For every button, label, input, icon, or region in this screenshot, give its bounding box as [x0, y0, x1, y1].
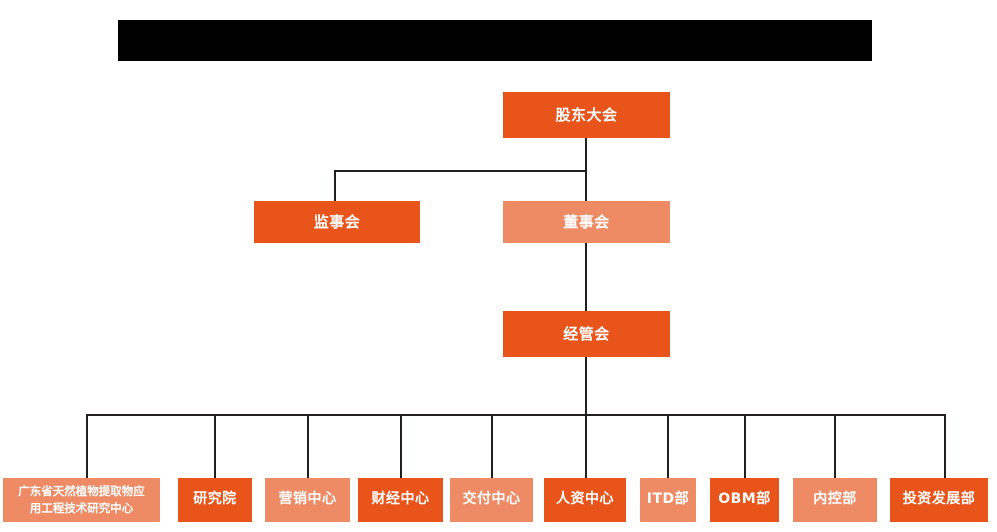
connector-to-investment-development-department [944, 414, 946, 478]
node-research-institute[interactable]: 研究院 [178, 478, 252, 522]
node-label-delivery-center: 交付中心 [462, 491, 521, 508]
node-label-shareholders-meeting: 股东大会 [555, 105, 618, 124]
node-label-management-committee: 经管会 [563, 324, 610, 343]
connector-to-delivery-center [491, 414, 493, 478]
connector-to-obm-department [744, 414, 746, 478]
connector-directors-to-management [585, 243, 587, 311]
connector-to-marketing-center [307, 414, 309, 478]
connector-to-internal-control-department [834, 414, 836, 478]
node-marketing-center[interactable]: 营销中心 [265, 478, 350, 522]
node-label-guangdong-research-center: 广东省天然植物提取物应 用工程技术研究中心 [18, 484, 145, 515]
node-delivery-center[interactable]: 交付中心 [450, 478, 533, 522]
connector-to-guangdong-research-center [86, 414, 88, 478]
node-investment-development-department[interactable]: 投资发展部 [890, 478, 988, 522]
connector-level1-bus [334, 170, 587, 172]
node-label-investment-development-department: 投资发展部 [902, 491, 976, 508]
node-management-committee[interactable]: 经管会 [503, 311, 670, 357]
node-itd-department[interactable]: ITD部 [640, 478, 696, 522]
connector-to-research-institute [214, 414, 216, 478]
connector-to-finance-center [400, 414, 402, 478]
node-internal-control-department[interactable]: 内控部 [793, 478, 877, 522]
node-obm-department[interactable]: OBM部 [710, 478, 779, 522]
node-board-of-supervisors[interactable]: 监事会 [254, 201, 420, 243]
node-label-board-of-directors: 董事会 [563, 212, 610, 231]
connector-shareholders-down [585, 138, 587, 171]
node-label-marketing-center: 营销中心 [278, 491, 337, 508]
node-label-internal-control-department: 内控部 [813, 491, 857, 508]
node-hr-center[interactable]: 人资中心 [544, 478, 626, 522]
node-label-hr-center: 人资中心 [556, 491, 614, 508]
node-label-itd-department: ITD部 [646, 491, 690, 508]
node-label-finance-center: 财经中心 [371, 491, 430, 508]
node-guangdong-research-center[interactable]: 广东省天然植物提取物应 用工程技术研究中心 [3, 478, 160, 522]
connector-management-to-bus [585, 357, 587, 416]
node-finance-center[interactable]: 财经中心 [358, 478, 443, 522]
connector-departments-bus [86, 414, 945, 416]
node-board-of-directors[interactable]: 董事会 [503, 201, 670, 243]
connector-to-supervisors [334, 170, 336, 201]
title-banner [118, 20, 872, 61]
connector-to-hr-center [585, 414, 587, 478]
connector-to-directors [585, 170, 587, 201]
node-label-board-of-supervisors: 监事会 [313, 212, 361, 231]
node-shareholders-meeting[interactable]: 股东大会 [503, 92, 670, 138]
connector-to-itd-department [667, 414, 669, 478]
node-label-obm-department: OBM部 [718, 491, 771, 508]
node-label-research-institute: 研究院 [193, 491, 237, 508]
